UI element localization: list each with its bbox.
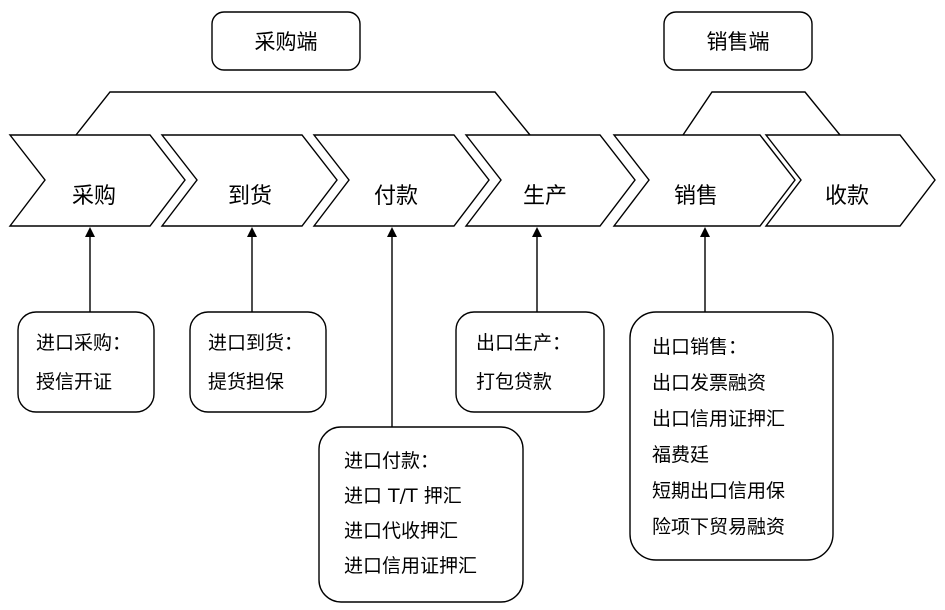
purchase-bracket — [75, 91, 531, 136]
note-item: 进口 T/T 押汇 — [344, 485, 462, 507]
note-export-sales: 出口销售： 出口发票融资 出口信用证押汇 福费廷 短期出口信用保 险项下贸易融资 — [629, 311, 834, 561]
note-item: 出口发票融资 — [652, 372, 766, 394]
note-item: 提货担保 — [208, 371, 284, 393]
note-item: 进口代收押汇 — [344, 520, 458, 542]
stage-label: 生产 — [523, 184, 567, 209]
note-title: 进口到货： — [208, 332, 303, 354]
note-title: 出口生产： — [476, 332, 571, 354]
note-item: 出口信用证押汇 — [652, 408, 785, 430]
note-import-arrival: 进口到货： 提货担保 — [189, 311, 327, 413]
note-item: 险项下贸易融资 — [652, 516, 785, 538]
note-item: 打包贷款 — [476, 371, 552, 393]
note-title: 进口采购： — [36, 332, 131, 354]
group-box-sales-end: 销售端 — [663, 11, 813, 71]
note-import-payment: 进口付款： 进口 T/T 押汇 进口代收押汇 进口信用证押汇 — [318, 426, 524, 603]
note-title: 出口销售： — [652, 336, 747, 358]
stage-label: 付款 — [374, 184, 418, 209]
note-import-purchase: 进口采购： 授信开证 — [17, 311, 155, 413]
stage-sales: 销售 — [612, 134, 796, 227]
stage-label: 采购 — [72, 184, 116, 209]
group-label-purchase-end: 采购端 — [255, 30, 318, 54]
stage-arrival: 到货 — [160, 134, 338, 227]
stage-production: 生产 — [464, 134, 636, 227]
stage-label: 到货 — [228, 184, 272, 209]
group-label-sales-end: 销售端 — [707, 30, 770, 54]
stage-collection: 收款 — [764, 134, 936, 227]
note-item: 短期出口信用保 — [652, 480, 785, 502]
note-export-production: 出口生产： 打包贷款 — [455, 311, 605, 413]
note-item: 福费廷 — [652, 444, 709, 466]
stage-payment: 付款 — [312, 134, 490, 227]
note-item: 授信开证 — [36, 371, 112, 393]
stage-procurement: 采购 — [8, 134, 186, 227]
sales-bracket — [682, 91, 841, 136]
stage-label: 销售 — [674, 184, 718, 209]
group-box-purchase-end: 采购端 — [211, 11, 361, 71]
note-item: 进口信用证押汇 — [344, 555, 477, 577]
stage-label: 收款 — [825, 184, 869, 209]
note-title: 进口付款： — [344, 450, 439, 472]
